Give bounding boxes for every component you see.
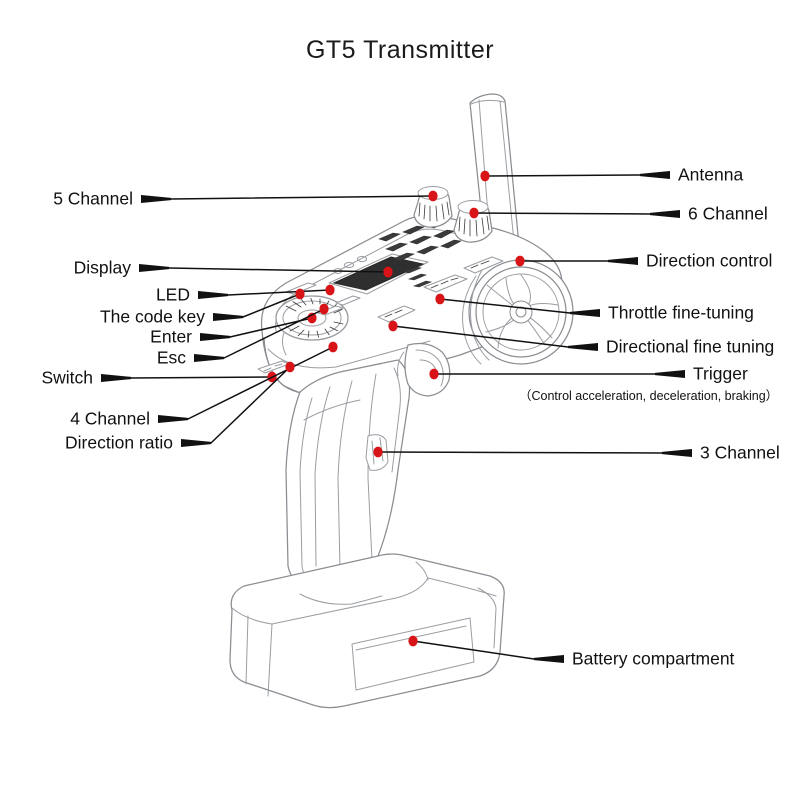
callout-label-esc: Esc [156,347,186,368]
callout-marker-throttle-fine-tuning [435,293,445,305]
leader-line-direction-ratio [210,366,291,444]
callout-marker-direction-ratio [285,361,295,373]
leader-line-the-code-key [242,293,301,318]
leader-wedge-4-channel [158,415,188,423]
callout-marker-4-channel [328,341,338,353]
aux-trim [463,256,504,274]
callout-marker-display [383,266,393,278]
leader-wedge-3-channel [662,449,692,457]
leader-line-display [168,267,389,273]
leader-wedge-trigger [655,370,685,378]
callout-marker-trigger [429,368,439,380]
callout-marker-6-channel [469,207,479,219]
leader-line-3-channel [377,451,663,454]
leader-line-throttle-fine-tuning [439,298,571,314]
callout-label-3-channel: 3 Channel [700,442,780,463]
leader-wedge-enter [200,333,230,341]
leader-line-battery-compartment [412,640,535,660]
leader-line-switch [130,376,273,379]
trigger [397,342,451,397]
battery-door [351,617,475,691]
callout-label-display: Display [73,257,131,278]
callout-label-throttle-fine-tuning: Throttle fine-tuning [608,302,754,323]
knob-6-channel [453,200,493,243]
leader-line-4-channel [187,346,334,420]
callout-label-directional-fine-tuning: Directional fine tuning [606,336,775,357]
leader-line-esc [223,308,325,359]
leader-line-antenna [484,174,641,177]
callout-label-trigger: Trigger [693,363,748,384]
callout-label-6-channel: 6 Channel [688,203,768,224]
leader-wedge-direction-ratio [181,439,211,447]
callout-label-led: LED [155,284,190,305]
callout-marker-antenna [480,170,490,182]
leader-wedge-antenna [640,171,670,179]
steering-trim [377,305,416,323]
callout-label-antenna: Antenna [678,164,744,185]
callout-label-the-code-key: The code key [99,306,205,327]
leader-wedge-esc [194,354,224,362]
leader-line-5-channel [170,195,434,200]
leader-wedge-direction-control [608,257,638,265]
leader-wedge-the-code-key [213,313,243,321]
lcd-display [328,253,429,295]
leader-wedge-throttle-fine-tuning [570,309,600,317]
trigger-note: （Control acceleration, deceleration, bra… [519,388,779,403]
handle-grip [285,359,411,597]
callout-marker-5-channel [428,190,438,202]
callout-label-switch: Switch [41,367,93,388]
callout-marker-directional-fine-tuning [388,320,398,332]
page-title: GT5 Transmitter [305,36,495,64]
leader-wedge-display [139,264,169,272]
trim-switches [377,256,504,323]
callout-marker-battery-compartment [408,635,418,647]
callout-marker-led [325,284,335,296]
callout-label-battery-compartment: Battery compartment [572,648,735,669]
leader-line-led [227,289,331,296]
callout-label-direction-control: Direction control [646,250,773,271]
callout-label-direction-ratio: Direction ratio [65,432,173,453]
callout-label-5-channel: 5 Channel [53,188,133,209]
leader-wedge-battery-compartment [534,655,564,663]
rotary-dial [275,295,349,341]
throttle-trim [423,274,468,293]
callout-label-enter: Enter [150,326,192,347]
callout-marker-3-channel [373,446,383,458]
callout-label-4-channel: 4 Channel [70,408,150,429]
battery-compartment [229,553,505,709]
esc-button [335,295,361,306]
callout-marker-direction-control [515,255,525,267]
leader-line-6-channel [473,212,651,215]
leader-line-directional-fine-tuning [392,325,569,348]
leader-wedge-directional-fine-tuning [568,343,598,351]
leader-wedge-5-channel [141,195,171,203]
callout-marker-the-code-key [295,288,305,300]
keypad [333,219,462,288]
callout-marker-esc [319,303,329,315]
leader-wedge-6-channel [650,210,680,218]
leader-wedge-switch [101,374,131,382]
leader-wedge-led [198,291,228,299]
